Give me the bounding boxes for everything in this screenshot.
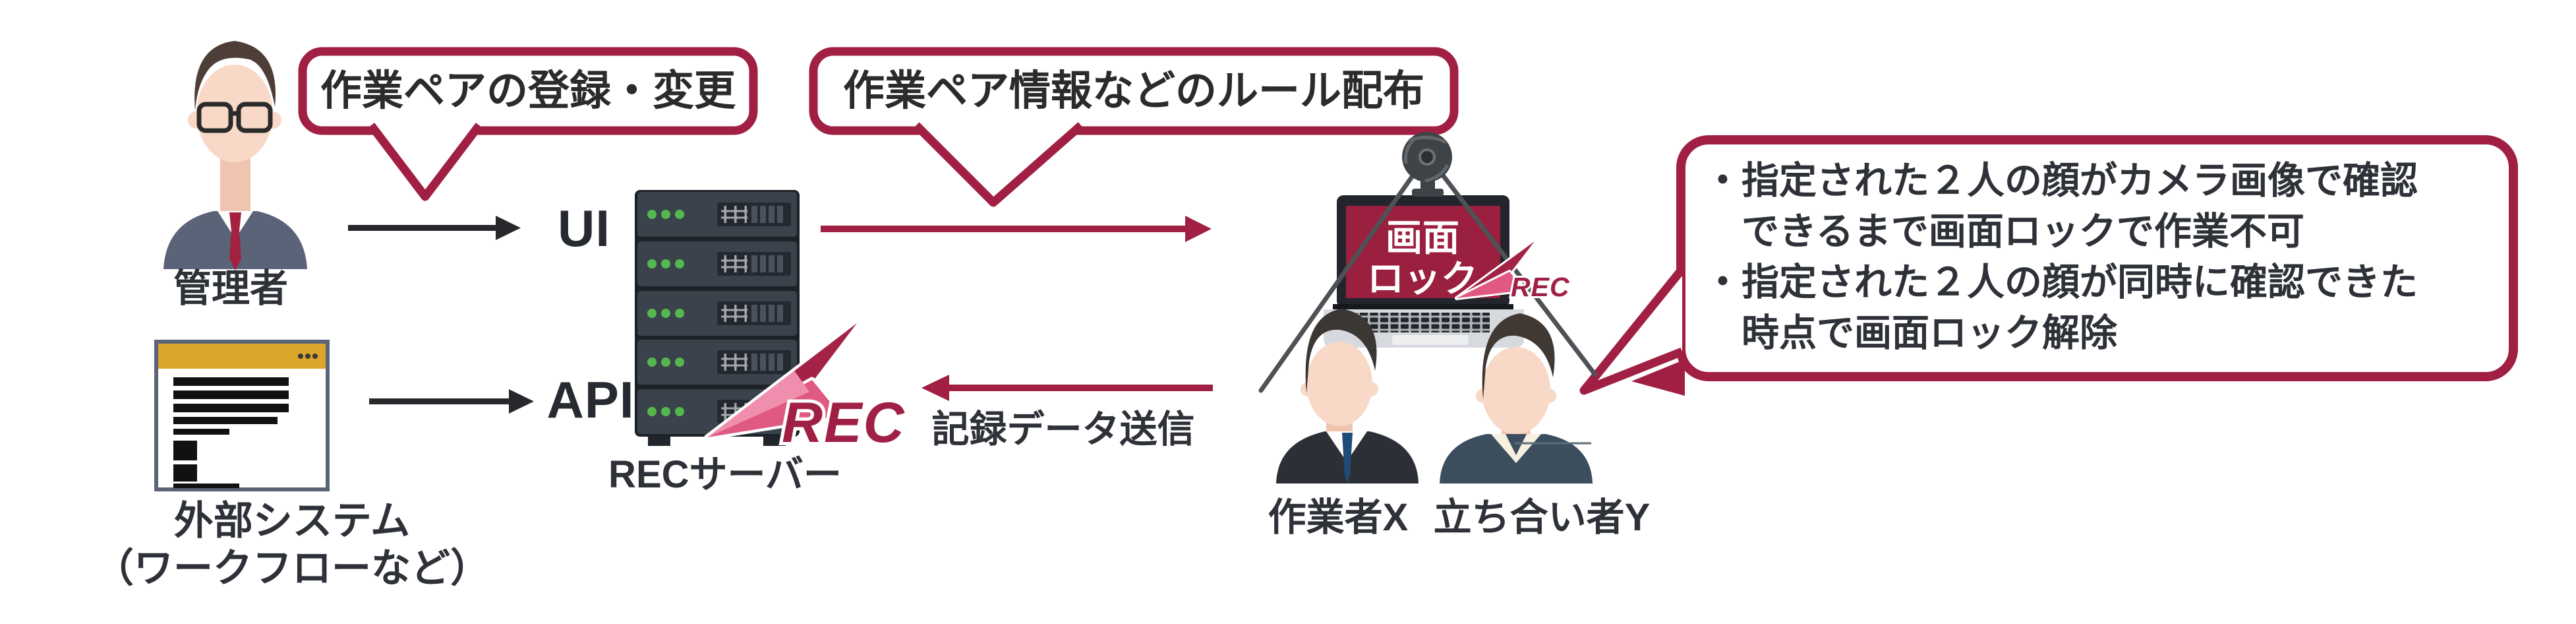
laptop-keyboard	[1357, 313, 1490, 332]
hair	[194, 41, 276, 111]
rec-logo: REC	[704, 320, 908, 458]
bubble-tail	[367, 123, 483, 201]
screen-lock-text-line2: ロック	[1367, 258, 1478, 299]
server-foot	[763, 435, 786, 446]
hair	[1305, 309, 1377, 393]
rules-bubble-line-4: 時点で画面ロック解除	[1704, 312, 2117, 354]
rec-logo-text: REC	[782, 391, 906, 454]
webcam-shutter-blades	[1404, 135, 1449, 183]
screen-lock-text-line1: 画面	[1386, 217, 1459, 259]
rules-bubble-line-2: できるまで画面ロックで作業不可	[1704, 210, 2304, 253]
window-titlebar	[158, 344, 326, 369]
rec-logo-text: REC	[1511, 272, 1570, 302]
arrow-send-record	[922, 375, 1213, 401]
camera-fov-lines	[1258, 165, 1598, 393]
witness-avatar	[1440, 313, 1593, 484]
distribute-bubble-text: 作業ペア情報などのルール配布	[843, 68, 1424, 114]
external-system-label: 外部システム	[173, 499, 411, 543]
tie	[1342, 433, 1353, 484]
worker-label: 作業者X	[1268, 496, 1409, 539]
server-foot	[648, 435, 670, 446]
send-record-arrow-label: 記録データ送信	[931, 408, 1195, 451]
webcam-neck	[1420, 179, 1435, 190]
tie	[229, 212, 241, 270]
laptop-trackpad	[1392, 335, 1469, 345]
rules-bubble-line-1: ・指定された２人の顔がカメラ画像で確認	[1704, 160, 2418, 202]
callout-bubble-rules	[1579, 135, 2518, 396]
laptop-hinge	[1333, 304, 1513, 309]
glasses-icon	[196, 102, 273, 133]
arrow-external-to-api	[369, 389, 534, 414]
worker-avatar	[1276, 309, 1419, 484]
speech-bubble-register	[298, 47, 758, 201]
face	[1482, 347, 1550, 434]
ui-port-label: UI	[558, 199, 610, 257]
rec-server-label: RECサーバー	[608, 453, 842, 496]
hair	[1482, 313, 1555, 400]
rec-logo-small: REC	[1455, 239, 1571, 304]
arrow-rule-distribution	[821, 216, 1212, 242]
bubble-tail	[913, 122, 1084, 207]
api-port-label: API	[546, 371, 635, 429]
webcam-base	[1412, 189, 1444, 197]
webcam-lens	[1419, 148, 1436, 166]
rules-bubble-line-3: ・指定された２人の顔が同時に確認できた	[1704, 261, 2418, 303]
collar-v	[1506, 434, 1527, 455]
neck	[220, 155, 250, 214]
external-system-window-icon	[154, 340, 330, 491]
window-menu-dots-icon	[298, 354, 318, 359]
webcam-icon	[1402, 132, 1452, 197]
external-system-sublabel: （ワークフローなど）	[94, 546, 490, 590]
speech-bubble-distribute	[809, 47, 1459, 207]
window-content-lines	[173, 377, 289, 488]
bubble-tail	[1579, 266, 1686, 395]
admin-avatar	[163, 41, 307, 270]
face	[1306, 342, 1372, 426]
bubble-tail-notch	[1631, 359, 1685, 396]
register-bubble-text: 作業ペアの登録・変更	[320, 68, 736, 114]
witness-label: 立ち合い者Y	[1433, 496, 1651, 539]
admin-label: 管理者	[173, 267, 289, 310]
server-led-lights	[647, 210, 684, 416]
arrow-admin-to-ui	[348, 216, 521, 240]
